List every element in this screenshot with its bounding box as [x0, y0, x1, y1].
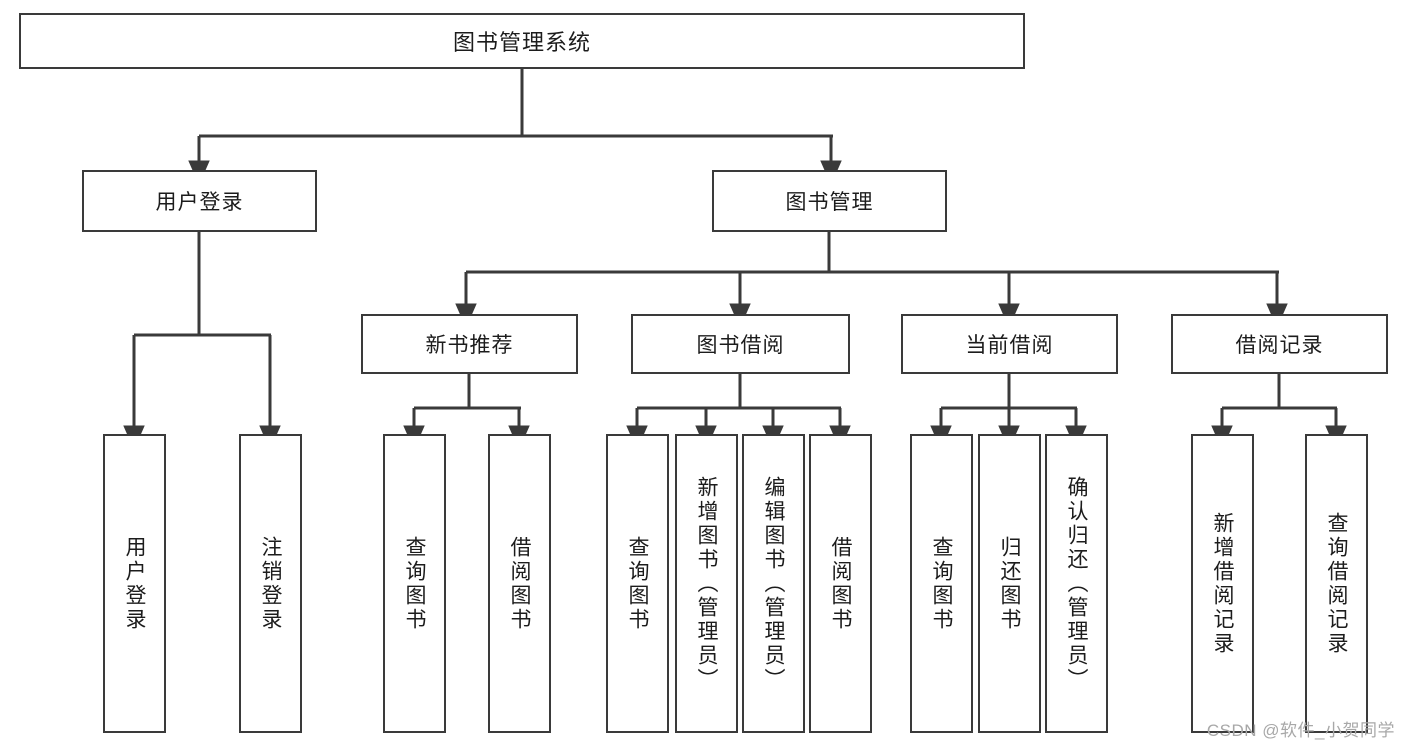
node-book-management[interactable]: 图书管理 [712, 170, 947, 232]
node-current-borrow[interactable]: 当前借阅 [901, 314, 1118, 374]
node-leaf-query-book-3-label: 查询图书 [930, 535, 953, 632]
node-leaf-add-book-label: 新增图书（管理员） [695, 475, 718, 692]
node-root-system[interactable]: 图书管理系统 [19, 13, 1025, 69]
node-leaf-return-book-label: 归还图书 [998, 535, 1021, 632]
node-leaf-add-record-label: 新增借阅记录 [1211, 511, 1234, 656]
node-leaf-borrow-book-2[interactable]: 借阅图书 [809, 434, 872, 733]
node-leaf-add-book[interactable]: 新增图书（管理员） [675, 434, 738, 733]
node-leaf-return-book[interactable]: 归还图书 [978, 434, 1041, 733]
node-leaf-query-record[interactable]: 查询借阅记录 [1305, 434, 1368, 733]
node-leaf-borrow-book-1-label: 借阅图书 [508, 535, 531, 632]
node-leaf-user-logout-label: 注销登录 [259, 535, 282, 632]
node-new-book-recommend[interactable]: 新书推荐 [361, 314, 578, 374]
node-leaf-query-book-2-label: 查询图书 [626, 535, 649, 632]
node-leaf-add-record[interactable]: 新增借阅记录 [1191, 434, 1254, 733]
node-leaf-confirm-return-label: 确认归还（管理员） [1065, 475, 1088, 692]
node-leaf-edit-book[interactable]: 编辑图书（管理员） [742, 434, 805, 733]
node-leaf-user-login-label: 用户登录 [123, 535, 146, 632]
node-leaf-query-book-1[interactable]: 查询图书 [383, 434, 446, 733]
node-leaf-confirm-return[interactable]: 确认归还（管理员） [1045, 434, 1108, 733]
node-leaf-user-logout[interactable]: 注销登录 [239, 434, 302, 733]
node-leaf-query-book-3[interactable]: 查询图书 [910, 434, 973, 733]
node-borrow-record[interactable]: 借阅记录 [1171, 314, 1388, 374]
node-leaf-query-book-1-label: 查询图书 [403, 535, 426, 632]
node-leaf-borrow-book-1[interactable]: 借阅图书 [488, 434, 551, 733]
node-leaf-borrow-book-2-label: 借阅图书 [829, 535, 852, 632]
watermark-text: CSDN @软件_小贺同学 [1206, 721, 1395, 740]
node-leaf-user-login[interactable]: 用户登录 [103, 434, 166, 733]
node-leaf-query-book-2[interactable]: 查询图书 [606, 434, 669, 733]
node-user-login[interactable]: 用户登录 [82, 170, 317, 232]
node-leaf-query-record-label: 查询借阅记录 [1325, 511, 1348, 656]
node-book-borrow[interactable]: 图书借阅 [631, 314, 850, 374]
node-leaf-edit-book-label: 编辑图书（管理员） [762, 475, 785, 692]
